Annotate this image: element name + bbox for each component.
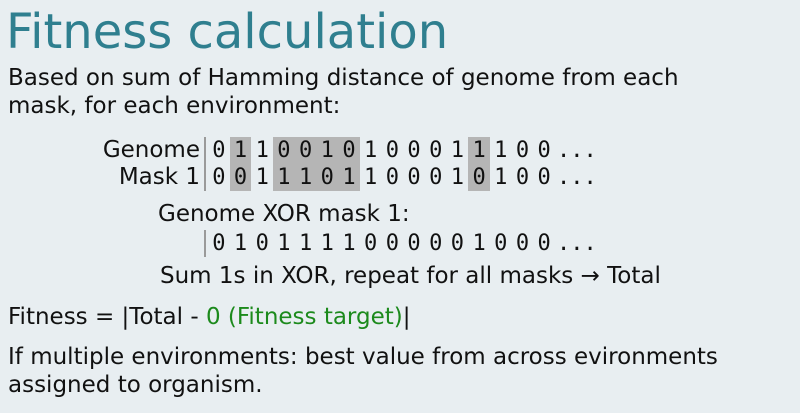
bit-cell: 0 [385, 165, 399, 190]
bit-cell: 1 [255, 138, 269, 163]
bit-cell: 0 [537, 231, 551, 256]
bit-cell: 0 [364, 231, 378, 256]
bit-cell: 1 [255, 165, 269, 190]
bit-cell: 0 [537, 138, 551, 163]
bit-cell: 1 [320, 231, 334, 256]
bit-cell: 0 [450, 231, 465, 256]
bit-cell: 0 [429, 165, 443, 190]
bit-cell: 0 [515, 231, 530, 256]
bit-cell: 1 [450, 138, 465, 163]
bit-cell: 0 [537, 165, 551, 190]
sum-line: Sum 1s in XOR, repeat for all masks → To… [160, 263, 661, 289]
bit-cell: 1 [342, 231, 356, 256]
bit-cell: 0 [316, 164, 339, 191]
fitness-target: 0 (Fitness target) [205, 304, 403, 330]
bit-cell: 1 [494, 165, 508, 190]
note-line-2: assigned to organism. [8, 372, 263, 398]
genome-ellipsis: ... [557, 138, 597, 163]
bit-cell: 0 [229, 164, 252, 191]
genome-label: Genome [102, 137, 200, 163]
bit-cell: 0 [338, 137, 360, 164]
bit-cell: 1 [273, 164, 295, 191]
xor-ellipsis: ... [557, 231, 597, 256]
mask-ellipsis: ... [557, 165, 597, 190]
bit-cell: 1 [364, 138, 378, 163]
bit-cell: 0 [212, 165, 226, 190]
fitness-prefix: Fitness = |Total - [8, 304, 206, 330]
bit-cell: 0 [407, 165, 421, 190]
bit-cell: 0 [407, 231, 421, 256]
bit-cell: 1 [294, 164, 317, 191]
bit-cell: 0 [212, 231, 226, 256]
bit-cell: 0 [255, 231, 269, 256]
description-line-2: mask, for each environment: [8, 93, 341, 119]
mask-label: Mask 1 [118, 164, 200, 190]
bit-cell: 1 [316, 137, 339, 164]
bit-cell: 0 [494, 231, 508, 256]
bit-cell: 1 [233, 231, 248, 256]
bit-cell: 1 [472, 231, 486, 256]
bit-cell: 1 [450, 165, 465, 190]
bit-cell: 0 [385, 231, 399, 256]
bit-cell: 0 [429, 138, 443, 163]
bit-cell: 0 [407, 138, 421, 163]
page-title: Fitness calculation [6, 4, 449, 60]
note-line-1: If multiple environments: best value fro… [8, 344, 718, 370]
bit-cell: 0 [273, 137, 295, 164]
bit-cell: 0 [212, 138, 226, 163]
bit-cell: 0 [385, 138, 399, 163]
bit-cell: 0 [515, 138, 530, 163]
description-line-1: Based on sum of Hamming distance of geno… [8, 65, 679, 91]
bit-cell: 1 [338, 164, 360, 191]
xor-label: Genome XOR mask 1: [158, 201, 410, 227]
bit-cell: 1 [468, 137, 490, 164]
bit-cell: 1 [364, 165, 378, 190]
bit-cell: 0 [429, 231, 443, 256]
bit-cell: 1 [277, 231, 291, 256]
bit-cell: 0 [468, 164, 490, 191]
bit-cell: 1 [494, 138, 508, 163]
bit-cell: 0 [515, 165, 530, 190]
bit-cell: 0 [294, 137, 317, 164]
bit-cell: 1 [229, 137, 252, 164]
bit-cell: 1 [298, 231, 313, 256]
fitness-formula: Fitness = |Total - 0 (Fitness target)| [8, 302, 410, 332]
fitness-suffix: | [402, 304, 411, 330]
